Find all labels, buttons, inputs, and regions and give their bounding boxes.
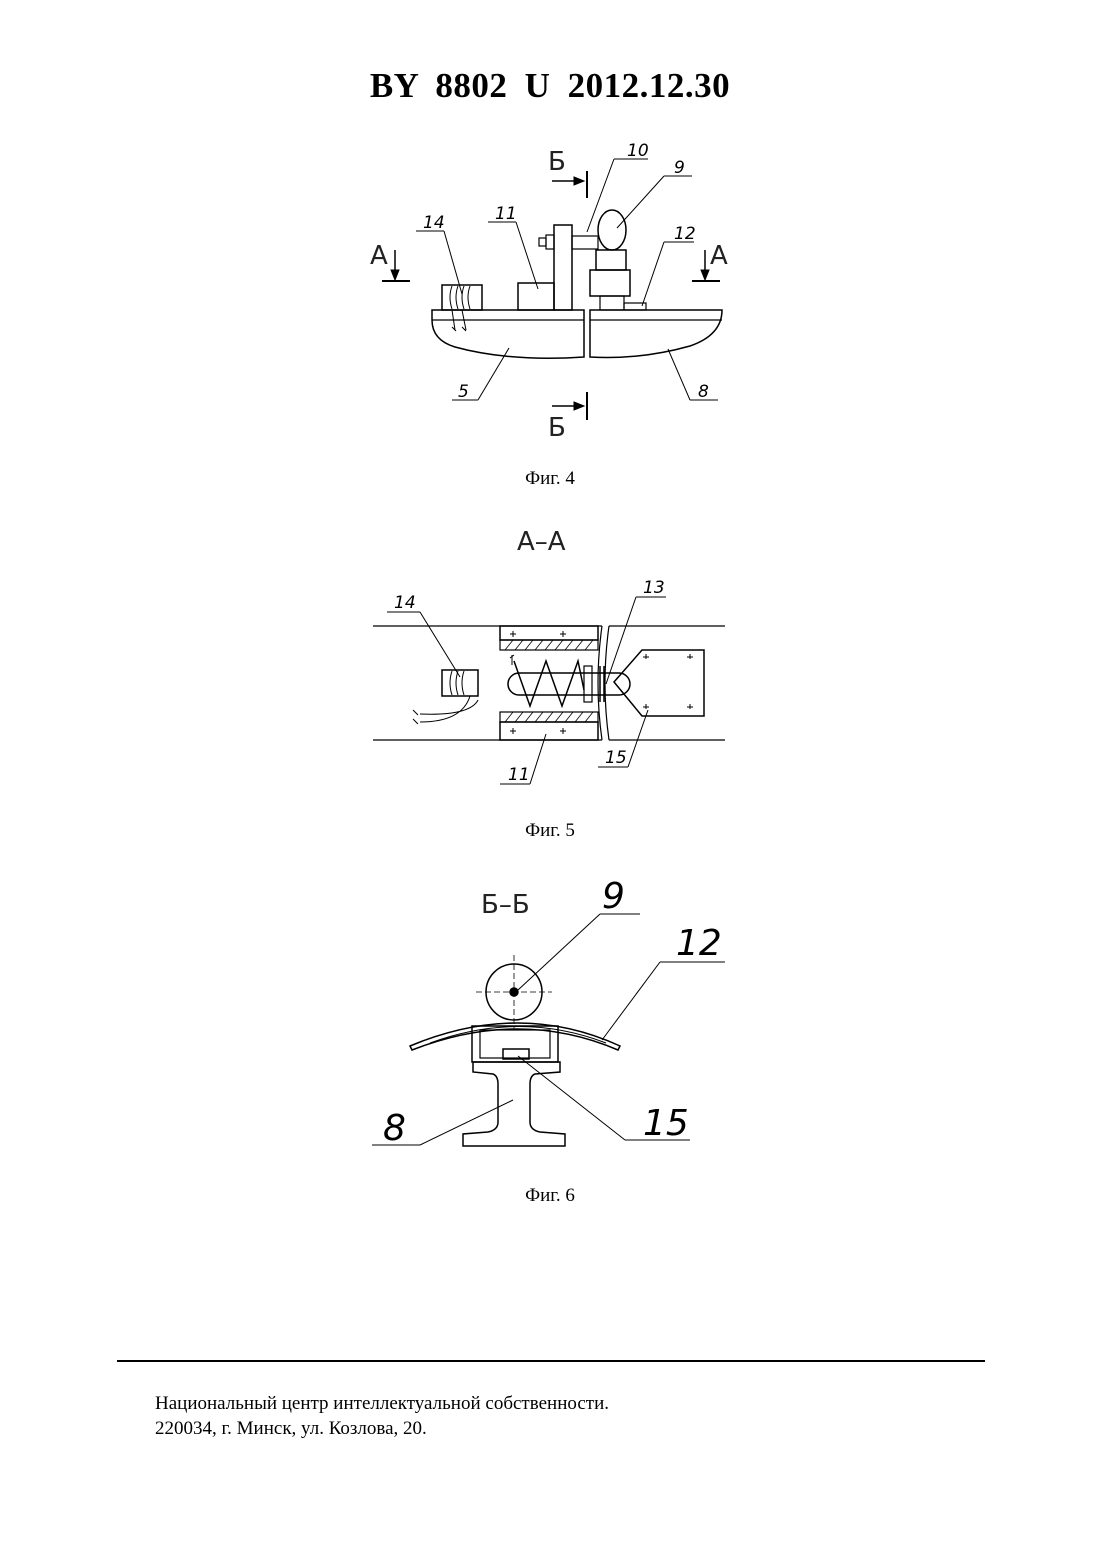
document-number: BY 8802 U 2012.12.30 [0, 66, 1100, 106]
footer-organization: Национальный центр интеллектуальной собс… [155, 1393, 609, 1415]
section-aa-title: А–А [517, 527, 566, 557]
callout-8-fig6: 8 [383, 1108, 406, 1149]
callout-12-fig6: 12 [676, 923, 722, 964]
callout-9-fig6: 9 [602, 876, 625, 917]
section-a-left-label: А [370, 241, 388, 271]
callout-9: 9 [674, 158, 685, 178]
figure-6-drawing: Б–Б 9 12 8 15 [0, 870, 1100, 1170]
figure-5-drawing: А–А 14 13 11 15 [0, 520, 1100, 800]
figure-5-caption: Фиг. 5 [0, 820, 1100, 842]
callout-14: 14 [423, 213, 445, 233]
callout-10: 10 [627, 141, 649, 161]
callout-12: 12 [674, 224, 696, 244]
callout-11-fig5: 11 [508, 765, 530, 785]
section-b-bottom-label: Б [548, 413, 566, 443]
callout-14-fig5: 14 [394, 593, 416, 613]
figure-6-caption: Фиг. 6 [0, 1185, 1100, 1207]
figure-4-caption: Фиг. 4 [0, 468, 1100, 490]
section-bb-title: Б–Б [481, 890, 530, 920]
callout-11: 11 [495, 204, 517, 224]
callout-15-fig6: 15 [643, 1103, 689, 1144]
footer-divider [117, 1360, 985, 1362]
callout-8: 8 [698, 382, 709, 402]
callout-5: 5 [458, 382, 469, 402]
callout-15-fig5: 15 [605, 748, 627, 768]
figure-4-drawing: Б Б А А 10 9 11 14 12 [0, 140, 1100, 450]
section-a-right-label: А [710, 241, 728, 271]
section-b-top-label: Б [548, 147, 566, 177]
callout-13: 13 [643, 578, 665, 598]
footer-address: 220034, г. Минск, ул. Козлова, 20. [155, 1418, 427, 1440]
